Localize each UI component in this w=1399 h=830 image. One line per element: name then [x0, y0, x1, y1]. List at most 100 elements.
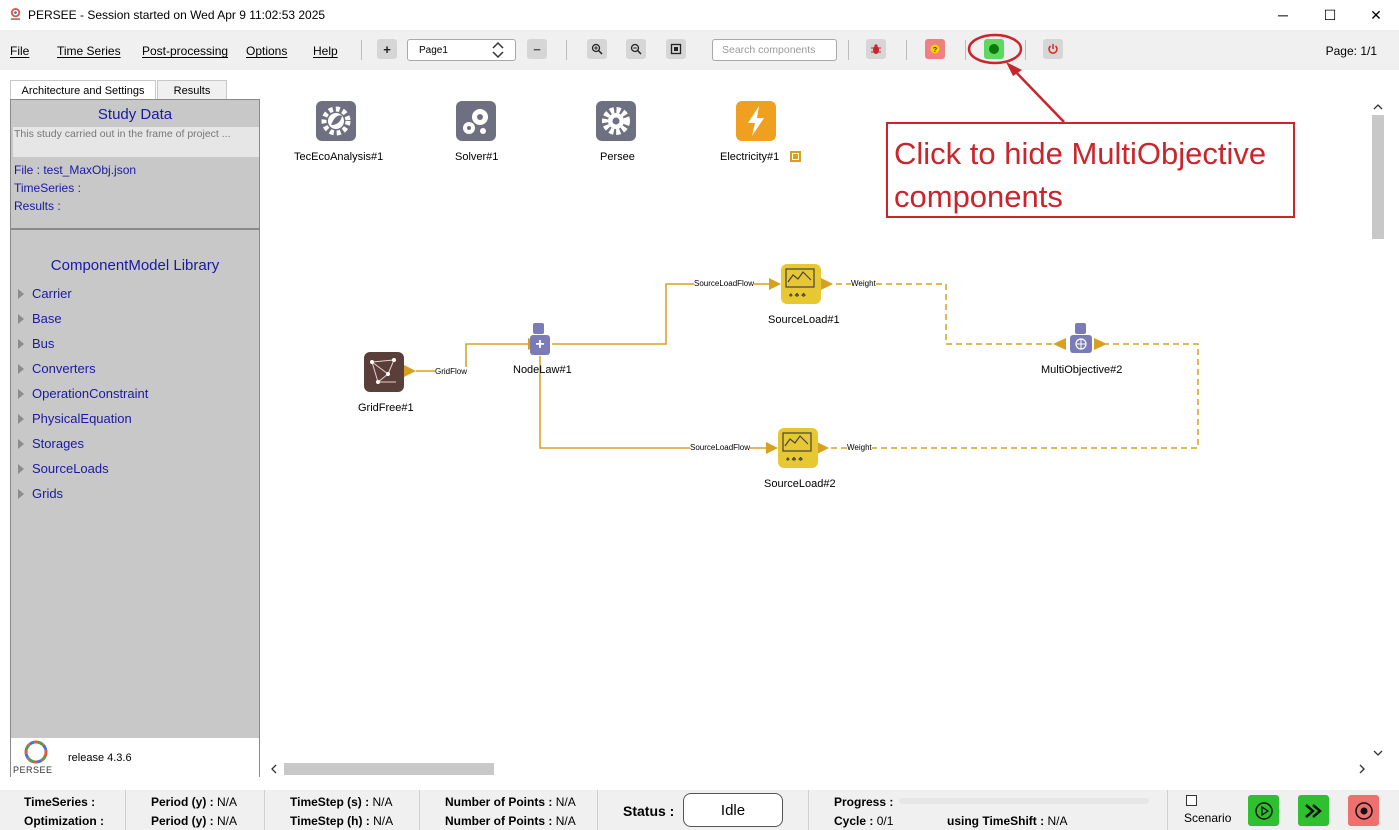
library-item-label: Base — [32, 311, 62, 326]
optimization-label: Optimization : — [24, 814, 104, 828]
link-arrow — [1053, 338, 1066, 350]
link-arrow — [817, 442, 829, 454]
scenario-checkbox[interactable] — [1186, 795, 1197, 806]
component-label: SourceLoad#2 — [764, 478, 836, 490]
annotation-line: Click to hide MultiObjective — [894, 136, 1267, 171]
annotation-text: Click to hide MultiObjective components — [894, 132, 1266, 218]
close-window-button[interactable]: ✕ — [1370, 6, 1382, 23]
quit-button[interactable] — [1043, 39, 1063, 59]
library-item-base[interactable]: Base — [18, 311, 62, 326]
component-label: Solver#1 — [455, 151, 499, 163]
horizontal-scrollbar[interactable] — [266, 761, 1370, 777]
menu-file[interactable]: File — [10, 44, 30, 58]
stop-button[interactable] — [1348, 795, 1379, 826]
gears-icon — [463, 109, 488, 134]
page-selector-value: Page1 — [419, 45, 448, 56]
app-logo-icon — [10, 8, 21, 21]
library-item-sourceloads[interactable]: SourceLoads — [18, 461, 109, 476]
page-count: Page: 1/1 — [1325, 44, 1377, 58]
remove-page-button[interactable]: − — [527, 39, 547, 59]
link-label-weight: Weight — [851, 279, 876, 288]
fit-view-button[interactable] — [666, 39, 686, 59]
scrollbar-thumb[interactable] — [284, 763, 494, 775]
scroll-left-icon[interactable] — [266, 761, 282, 777]
page-selector[interactable]: Page1 — [407, 39, 516, 61]
separator — [1025, 40, 1026, 60]
scroll-right-icon[interactable] — [1354, 761, 1370, 777]
scrollbar-thumb[interactable] — [1372, 115, 1384, 239]
solver-node[interactable] — [456, 101, 496, 141]
svg-text:♠ ♣ ♣: ♠ ♣ ♣ — [786, 456, 803, 463]
maximize-button[interactable]: ☐ — [1323, 6, 1337, 23]
toolbar: File Time Series Post-processing Options… — [0, 30, 1399, 70]
library-item-converters[interactable]: Converters — [18, 361, 96, 376]
progress-bar — [899, 798, 1149, 804]
component-label: NodeLaw#1 — [513, 364, 572, 376]
library-item-label: SourceLoads — [32, 461, 109, 476]
study-timeseries: TimeSeries : — [14, 181, 81, 195]
eco-gear-icon — [321, 106, 351, 136]
zoom-in-button[interactable] — [587, 39, 607, 59]
study-results: Results : — [14, 199, 61, 213]
toggle-multiobjective-button[interactable] — [984, 39, 1004, 59]
link-gridflow — [416, 343, 528, 372]
add-page-button[interactable]: + — [377, 39, 397, 59]
points-label: Number of Points : — [445, 814, 553, 828]
nodelaw-node[interactable]: + — [530, 335, 550, 355]
minimize-button[interactable]: ─ — [1278, 7, 1288, 23]
library-item-operationconstraint[interactable]: OperationConstraint — [18, 386, 148, 401]
vertical-scrollbar[interactable] — [1370, 99, 1386, 761]
menu-time-series[interactable]: Time Series — [57, 44, 121, 58]
menu-post-processing[interactable]: Post-processing — [142, 44, 229, 58]
timestep-label: TimeStep (s) : — [290, 795, 370, 809]
fast-forward-icon — [1304, 803, 1322, 818]
scroll-up-icon[interactable] — [1370, 99, 1386, 115]
library-item-carrier[interactable]: Carrier — [18, 286, 72, 301]
tab-results[interactable]: Results — [157, 80, 227, 99]
separator — [566, 40, 567, 60]
power-icon — [1048, 44, 1058, 54]
node-handle-icon[interactable] — [533, 323, 544, 334]
link-label-sourceloadflow: SourceLoadFlow — [690, 443, 751, 452]
library-item-grids[interactable]: Grids — [18, 486, 63, 501]
expand-arrow-icon — [18, 488, 24, 499]
tab-architecture-settings[interactable]: Architecture and Settings — [10, 80, 156, 99]
window-title: PERSEE - Session started on Wed Apr 9 11… — [28, 8, 326, 22]
run-button[interactable] — [1248, 795, 1279, 826]
debug-button[interactable] — [866, 39, 886, 59]
menu-help[interactable]: Help — [313, 44, 338, 58]
scroll-down-icon[interactable] — [1370, 745, 1386, 761]
library-item-label: Bus — [32, 336, 55, 351]
multiobjective-node[interactable] — [1070, 335, 1092, 353]
expand-arrow-icon — [18, 313, 24, 324]
sourceload-1-node[interactable]: ♠ ♣ ♣ — [781, 264, 821, 304]
help-button[interactable]: ? — [925, 39, 945, 59]
title-bar: PERSEE - Session started on Wed Apr 9 11… — [0, 0, 1399, 30]
library-item-bus[interactable]: Bus — [18, 336, 54, 351]
menu-options[interactable]: Options — [246, 44, 288, 58]
expand-arrow-icon — [18, 288, 24, 299]
run-all-button[interactable] — [1298, 795, 1329, 826]
spin-arrows-icon[interactable] — [491, 40, 505, 60]
library-item-storages[interactable]: Storages — [18, 436, 84, 451]
sourceload-2-node[interactable]: ♠ ♣ ♣ — [778, 428, 818, 468]
fit-view-icon — [670, 43, 682, 55]
annotation-line: components — [894, 179, 1063, 214]
period-value: N/A — [217, 814, 238, 828]
selection-marker[interactable] — [790, 151, 801, 162]
library-item-label: PhysicalEquation — [32, 411, 132, 426]
library-item-physicalequation[interactable]: PhysicalEquation — [18, 411, 132, 426]
status-label: Status : — [623, 803, 675, 819]
electricity-node[interactable] — [736, 101, 776, 141]
zoom-out-button[interactable] — [626, 39, 646, 59]
tececoanalysis-node[interactable] — [316, 101, 356, 141]
separator — [597, 790, 598, 830]
persee-logo-icon — [24, 740, 48, 764]
search-components-input[interactable] — [712, 39, 837, 61]
timestep-value: N/A — [372, 795, 393, 809]
study-description[interactable]: This study carried out in the frame of p… — [13, 127, 259, 157]
gridfree-node[interactable] — [364, 352, 404, 392]
persee-node[interactable] — [596, 101, 636, 141]
node-handle-icon[interactable] — [1075, 323, 1086, 334]
timeshift-label: using TimeShift : — [947, 814, 1045, 828]
